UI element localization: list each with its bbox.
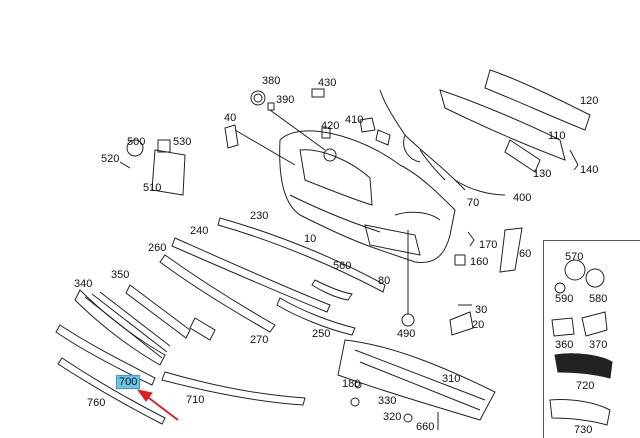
bumper-grille-opening [299,149,373,206]
callout-label: 360 [555,339,574,351]
callout-label: 570 [565,251,584,263]
bracket-part-40 [224,124,239,149]
callout-label: 710 [186,394,205,406]
callout-label: 160 [470,256,489,268]
wiring-harness-part-400 [379,89,506,196]
callout-label: 660 [416,421,435,433]
callout-label: 20 [472,319,485,331]
trim-strip-part-230 [217,217,386,293]
callout-label: 110 [548,130,566,142]
bumper-lower-vent [364,224,421,256]
callout-label: 320 [383,411,402,423]
callout-label: 530 [173,136,192,148]
callout-label: 120 [580,95,599,107]
trim-strip-part-250 [276,297,356,336]
callout-label: 760 [87,397,106,409]
bracket-part-60 [499,227,523,273]
callout-label: 340 [74,278,93,290]
callout-label: 310 [442,373,461,385]
trim-strip-part-260 [159,254,276,333]
bumper-cover-part [279,130,456,264]
callout-label: 420 [321,120,340,132]
reinforcement-bar-part [439,89,566,161]
callout-label: 270 [250,334,269,346]
plate-holder-part [151,149,186,196]
callout-label: 70 [467,197,480,209]
callout-label: 380 [262,75,281,87]
callout-label: 350 [111,269,130,281]
trim-strip-part-240 [171,237,331,313]
sensor-part-430 [311,88,325,98]
emblem-part-380 [250,90,266,106]
callout-label: 330 [378,395,397,407]
trim-strip-part-710 [161,371,306,406]
callout-label: 370 [589,339,608,351]
callout-label: 260 [148,242,167,254]
fog-lamp-ring-part [585,268,605,288]
callout-label: 730 [574,424,593,436]
callout-label: 40 [224,112,237,124]
callout-label: 30 [475,304,488,316]
trim-strip-part-700 [55,324,156,386]
callout-label: 10 [304,233,317,245]
callout-label: 400 [513,192,532,204]
callout-label: 580 [589,293,608,305]
callout-label: 130 [533,168,552,180]
callout-label: 140 [580,164,599,176]
inset-panel [543,240,640,438]
callout-label: 390 [276,94,295,106]
emblem-center-part [323,148,337,162]
callout-label: 250 [312,328,331,340]
callout-label: 430 [318,77,337,89]
callout-label: 230 [250,210,269,222]
callout-label: 410 [345,114,364,126]
callout-label: 240 [190,225,209,237]
callout-label: 590 [555,293,574,305]
callout-label: 500 [127,136,146,148]
callout-label: 490 [397,328,416,340]
callout-label: 60 [519,248,532,260]
callout-label: 170 [479,239,498,251]
callout-label: 560 [333,260,352,272]
fog-lamp-cover-part-720 [554,353,613,379]
callout-label: 80 [378,275,391,287]
callout-label: 520 [101,153,120,165]
highlight-arrow [136,389,179,421]
callout-label: 720 [576,380,595,392]
highlighted-callout-label: 700 [116,375,141,389]
underbody-shield-part-310 [337,339,496,421]
callout-label: 510 [143,182,162,194]
trim-strip-part-760 [57,357,166,425]
callout-label: 180 [342,378,361,390]
